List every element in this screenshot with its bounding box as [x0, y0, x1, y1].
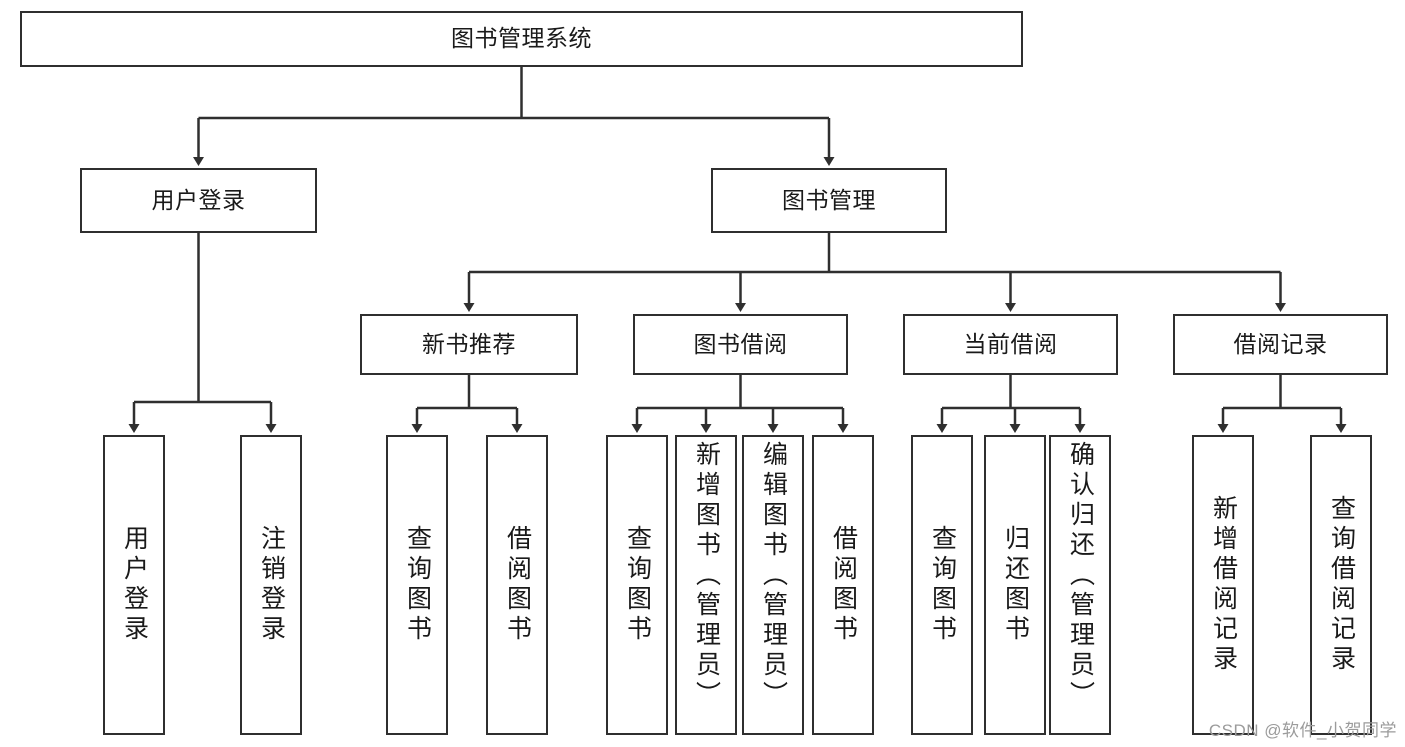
- node-leaf-edit-book-admin[interactable]: 编辑图书（管理员）: [742, 435, 804, 735]
- node-book-borrow[interactable]: 图书借阅: [633, 314, 848, 375]
- node-label: 图书管理系统: [451, 25, 592, 52]
- node-leaf-return-book[interactable]: 归还图书: [984, 435, 1046, 735]
- node-label: 图书管理: [782, 186, 876, 213]
- node-label: 确认归还（管理员）: [1066, 441, 1095, 711]
- node-label: 注销登录: [257, 525, 286, 645]
- node-label: 查询图书: [403, 525, 432, 645]
- node-root-system[interactable]: 图书管理系统: [20, 11, 1023, 67]
- node-label: 用户登录: [120, 525, 149, 645]
- node-label: 借阅记录: [1233, 330, 1328, 357]
- node-label: 编辑图书（管理员）: [759, 441, 788, 711]
- node-leaf-query-borrow-record[interactable]: 查询借阅记录: [1310, 435, 1372, 735]
- node-borrow-record[interactable]: 借阅记录: [1173, 314, 1388, 375]
- watermark-text: CSDN @软件_小贺同学: [1208, 721, 1397, 740]
- node-leaf-borrow-book-recommendation[interactable]: 借阅图书: [486, 435, 548, 735]
- node-current-borrow[interactable]: 当前借阅: [903, 314, 1118, 375]
- node-leaf-add-book-admin[interactable]: 新增图书（管理员）: [675, 435, 737, 735]
- node-leaf-confirm-return-admin[interactable]: 确认归还（管理员）: [1049, 435, 1111, 735]
- node-label: 归还图书: [1001, 525, 1030, 645]
- node-leaf-user-login[interactable]: 用户登录: [103, 435, 165, 735]
- node-leaf-borrow-book[interactable]: 借阅图书: [812, 435, 874, 735]
- node-label: 借阅图书: [829, 525, 858, 645]
- node-label: 新增图书（管理员）: [692, 441, 721, 711]
- node-label: 查询借阅记录: [1327, 495, 1356, 675]
- node-label: 用户登录: [151, 186, 246, 213]
- node-leaf-user-logout[interactable]: 注销登录: [240, 435, 302, 735]
- node-label: 查询图书: [928, 525, 957, 645]
- node-label: 新书推荐: [422, 330, 516, 357]
- node-new-book-recommendation[interactable]: 新书推荐: [360, 314, 578, 375]
- node-label: 新增借阅记录: [1209, 495, 1238, 675]
- node-book-manage[interactable]: 图书管理: [711, 168, 947, 233]
- node-label: 查询图书: [623, 525, 652, 645]
- node-user-login[interactable]: 用户登录: [80, 168, 317, 233]
- node-leaf-query-current-book[interactable]: 查询图书: [911, 435, 973, 735]
- node-leaf-query-book-recommendation[interactable]: 查询图书: [386, 435, 448, 735]
- node-label: 图书借阅: [693, 330, 788, 357]
- node-label: 借阅图书: [503, 525, 532, 645]
- node-label: 当前借阅: [963, 330, 1058, 357]
- node-leaf-query-book[interactable]: 查询图书: [606, 435, 668, 735]
- node-leaf-add-borrow-record[interactable]: 新增借阅记录: [1192, 435, 1254, 735]
